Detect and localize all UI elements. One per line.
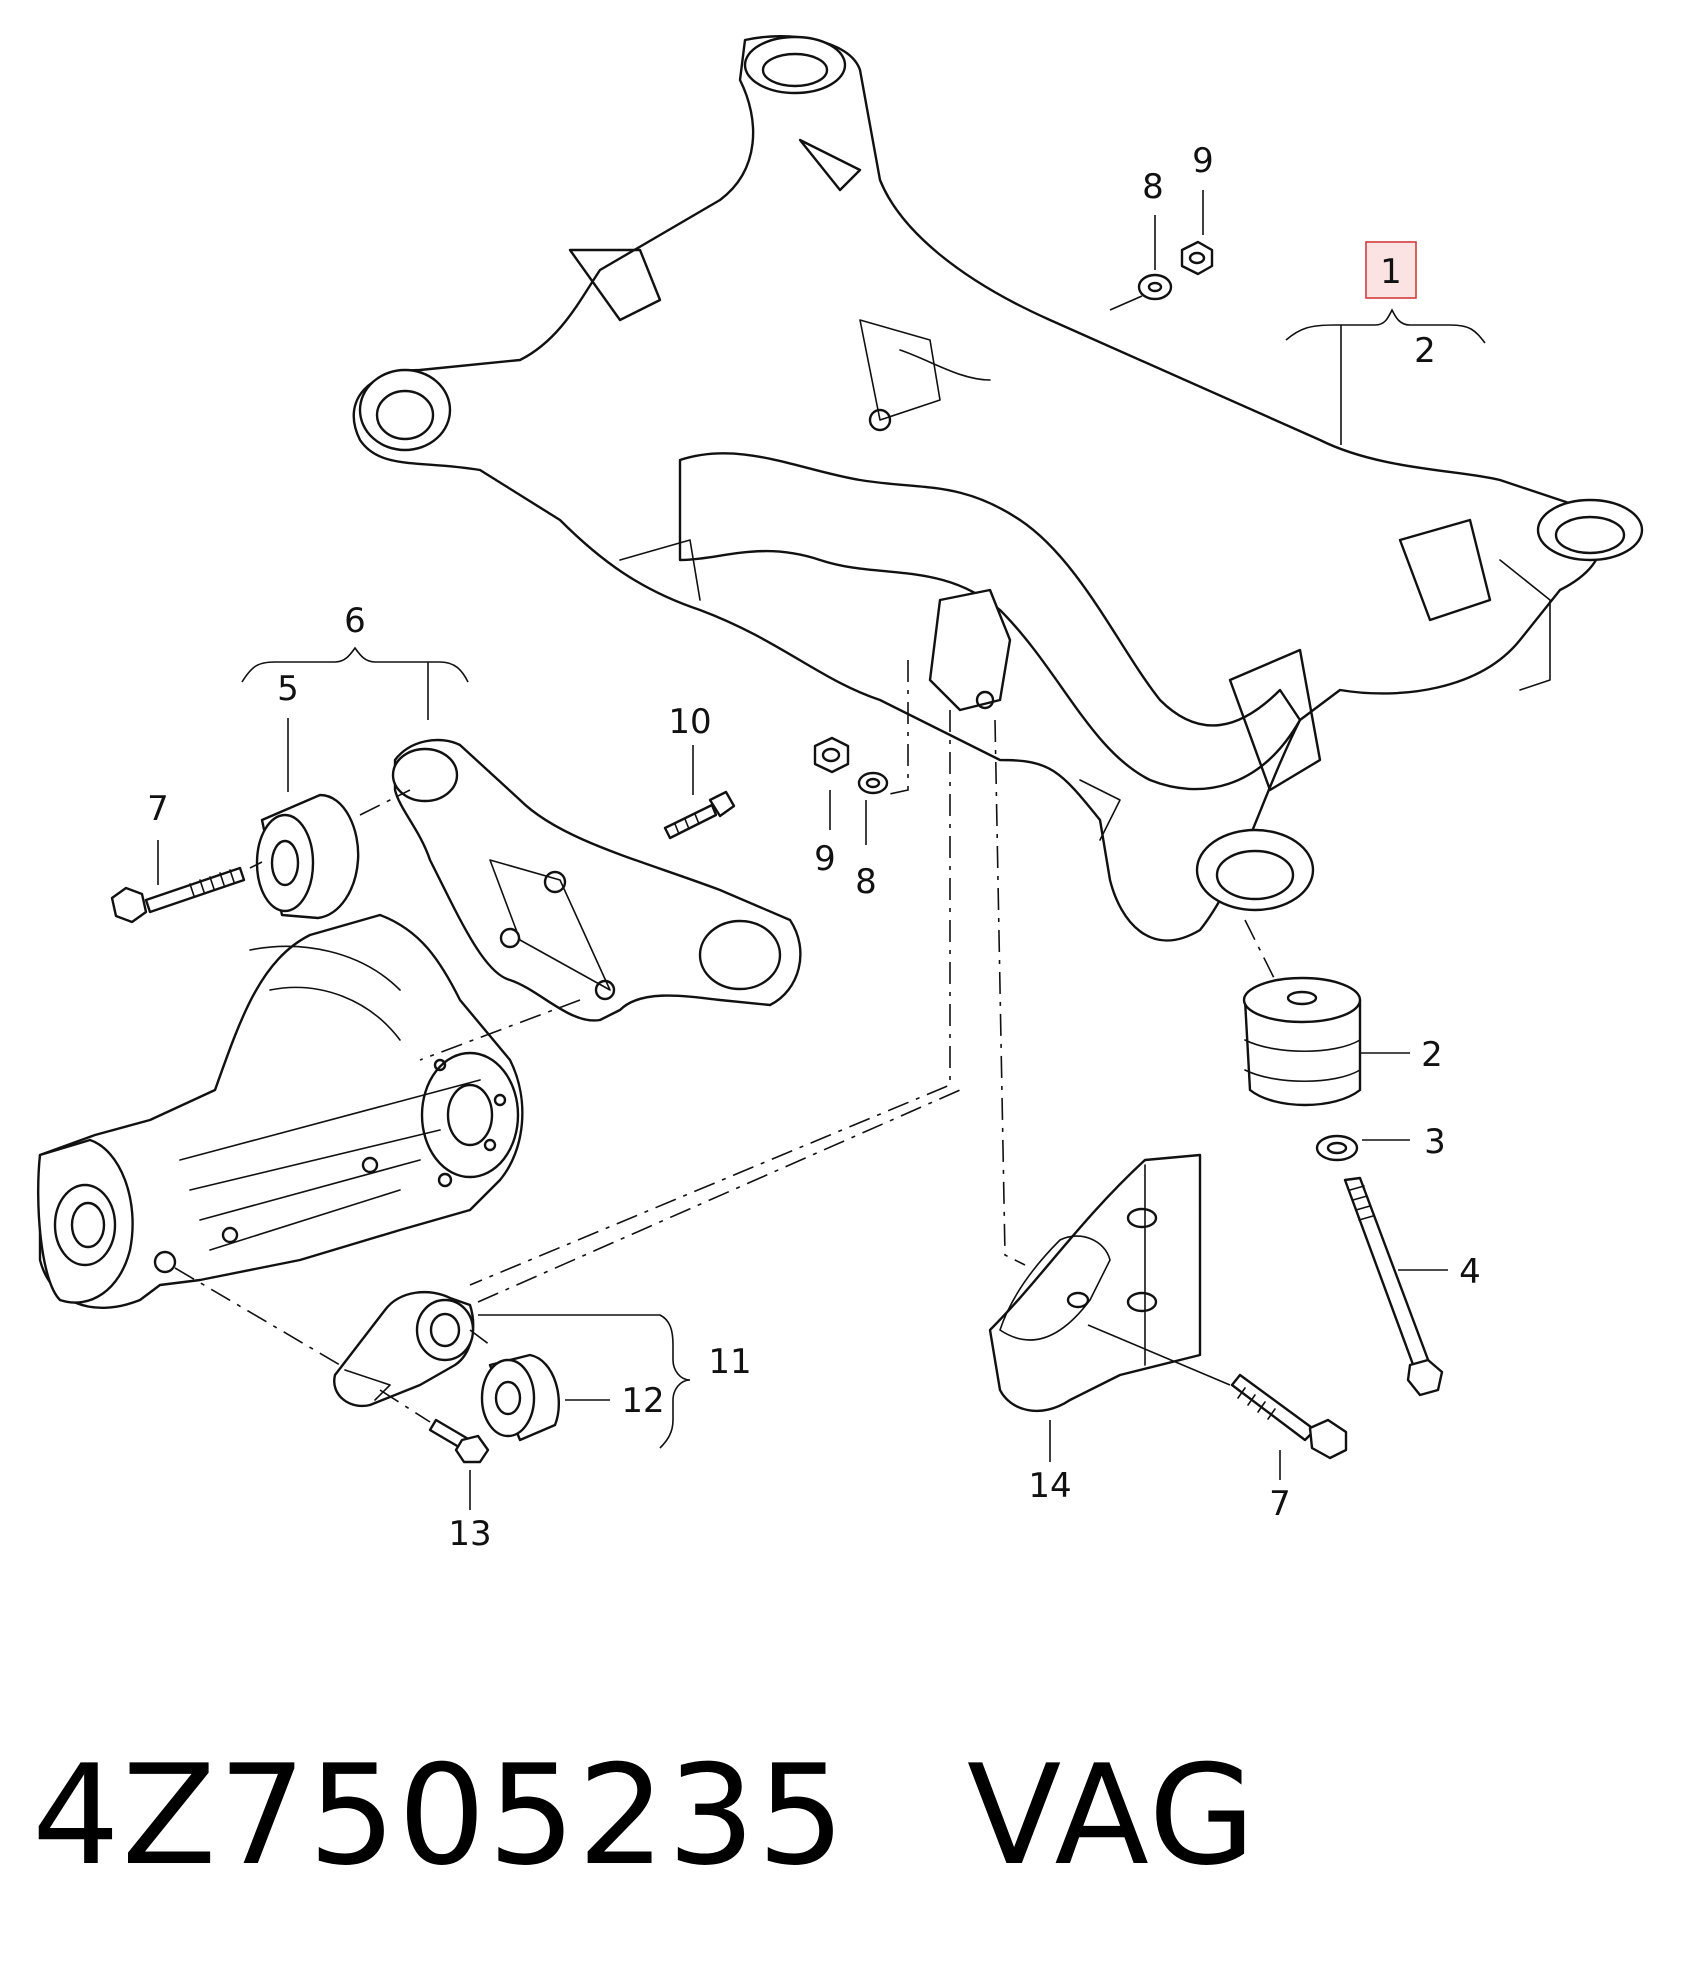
bolt-7-left [110, 840, 263, 924]
bolt-4 [1343, 1176, 1448, 1397]
callout-14: 14 [1028, 1466, 1071, 1506]
callout-9-mid: 9 [814, 839, 836, 879]
differential-drawing [36, 913, 524, 1310]
subframe-drawing [352, 35, 1644, 942]
callout-8-mid: 8 [855, 862, 877, 902]
brand-name: VAG [966, 1735, 1258, 1896]
callout-1: 1 [1380, 252, 1402, 292]
callout-2-right: 2 [1421, 1035, 1443, 1075]
callout-3: 3 [1424, 1122, 1446, 1162]
callout-11: 11 [708, 1342, 751, 1382]
group-1-bracket [1285, 308, 1486, 344]
rubber-mount-5 [255, 718, 411, 920]
callout-13: 13 [448, 1514, 491, 1554]
assembly-line-b [994, 719, 1026, 1266]
callout-8-top: 8 [1142, 167, 1164, 207]
callout-5: 5 [277, 669, 299, 709]
callout-4: 4 [1459, 1252, 1481, 1292]
bolt-13 [379, 1389, 490, 1510]
mount-arm-drawing [391, 738, 802, 1022]
bracket-14 [988, 1153, 1202, 1462]
group-6-bracket [241, 646, 469, 683]
callout-7-bottom: 7 [1269, 1484, 1291, 1524]
bolt-10 [663, 745, 736, 840]
assembly-line-c [174, 1267, 341, 1366]
callout-10: 10 [668, 702, 711, 742]
group-11-bracket [478, 1314, 691, 1449]
assembly-line-d [419, 999, 581, 1061]
part-number: 4Z7505235 [32, 1735, 847, 1896]
callout-7-left: 7 [147, 789, 169, 829]
rubber-mount-2 [1242, 976, 1410, 1107]
washer-nut-top [1109, 190, 1214, 311]
callout-12: 12 [621, 1381, 664, 1421]
callout-9-top: 9 [1192, 141, 1214, 181]
bolt-7-bottom [1087, 1324, 1348, 1480]
nut-washer-mid [813, 660, 909, 845]
assembly-line-a [469, 710, 951, 1286]
assembly-line-e [1244, 919, 1281, 991]
callout-2-top: 2 [1414, 331, 1436, 371]
part-1-highlight [1365, 241, 1417, 299]
callout-6: 6 [344, 601, 366, 641]
part-caption: 4Z7505235 VAG [32, 1735, 1257, 1896]
assembly-line-f [477, 1089, 961, 1303]
washer-3 [1315, 1134, 1410, 1162]
bushing-12 [469, 1329, 610, 1442]
bracket-11 [333, 1291, 475, 1408]
